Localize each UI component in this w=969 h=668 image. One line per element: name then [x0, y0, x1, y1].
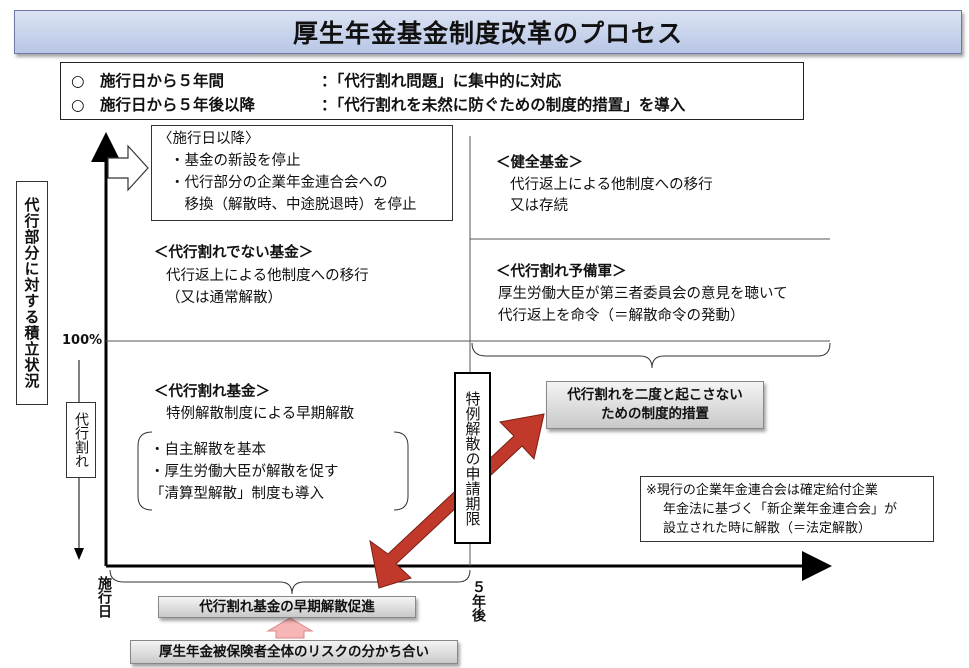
- note-box: ※現行の企業年金連合会は確定給付企業 年金法に基づく「新企業年金連合会」が 設立…: [640, 476, 934, 542]
- healthy-fund-line: 又は存続: [510, 198, 568, 214]
- deficit-fund-item: ・厚生労働大臣が解散を促す: [150, 464, 339, 480]
- healthy-fund-line: 代行返上による他制度への移行: [510, 177, 713, 193]
- block-arrow-right: [107, 144, 149, 192]
- pink-up-arrow: [266, 617, 314, 639]
- items-right-paren: [393, 431, 409, 511]
- summary-description: ：「代行割れ問題」に集中的に対応: [321, 72, 562, 90]
- deficit-fund-item: 「清算型解散」制度も導入: [150, 486, 324, 502]
- deadline-label: 特例解散の申請期限: [463, 390, 482, 526]
- measure-box: 代行割れを二度と起こさない ための制度的措置: [546, 381, 764, 429]
- summary-period: ○ 施行日から５年間: [71, 72, 225, 90]
- note-line: 設立された時に解散（＝法定解散）: [663, 521, 872, 536]
- after-enforcement-item: ・代行部分の企業年金連合会への: [170, 175, 388, 191]
- note-line: 年金法に基づく「新企業年金連合会」が: [663, 502, 898, 517]
- y-100-label: 100%: [62, 333, 103, 348]
- risk-sharing-box: 厚生年金被保険者全体のリスクの分かち合い: [130, 640, 458, 664]
- after-enforcement-item: 移換（解散時、中途脱退時）を停止: [170, 197, 417, 213]
- y-axis-label-box: 代行部分に対する積立状況: [16, 181, 48, 405]
- bottom-bracket: [109, 569, 471, 595]
- after-enforcement-item: ・基金の新設を停止: [170, 153, 301, 169]
- risk-sharing-label: 厚生年金被保険者全体のリスクの分かち合い: [159, 643, 429, 660]
- deadline-box: 特例解散の申請期限: [454, 372, 491, 544]
- y-axis-label: 代行部分に対する積立状況: [22, 197, 41, 389]
- deficit-fund-subheading: 特例解散制度による早期解散: [166, 406, 355, 422]
- after-enforcement-heading: 〈施行日以降〉: [158, 131, 260, 147]
- deficit-label-box: 代行割れ: [66, 402, 96, 478]
- deficit-fund-heading: ＜代行割れ基金＞: [154, 384, 270, 400]
- page-title: 厚生年金基金制度改革のプロセス: [292, 19, 683, 48]
- items-left-paren: [137, 431, 153, 511]
- healthy-fund-heading: ＜健全基金＞: [496, 155, 583, 171]
- measure-line: ための制度的措置: [601, 406, 709, 422]
- reserve-fund-heading: ＜代行割れ予備軍＞: [496, 264, 627, 280]
- x-origin-label: 施行日: [96, 576, 112, 618]
- measure-line: 代行割れを二度と起こさない: [567, 387, 743, 403]
- summary-period: ○ 施行日から５年後以降: [71, 96, 256, 114]
- title-banner: 厚生年金基金制度改革のプロセス: [14, 10, 962, 54]
- note-line: ※現行の企業年金連合会は確定給付企業: [646, 483, 878, 498]
- deficit-fund-item: ・自主解散を基本: [150, 442, 266, 458]
- deficit-label: 代行割れ: [73, 412, 89, 468]
- measure-bracket: [471, 342, 831, 369]
- reserve-fund-line: 厚生労働大臣が第三者委員会の意見を聴いて: [498, 286, 788, 302]
- early-dissolution-label: 代行割れ基金の早期解散促進: [199, 598, 375, 615]
- non-deficit-fund-line: （又は通常解散）: [166, 290, 282, 306]
- early-dissolution-box: 代行割れ基金の早期解散促進: [158, 596, 416, 618]
- non-deficit-fund-line: 代行返上による他制度への移行: [166, 268, 369, 284]
- after-enforcement-box: 〈施行日以降〉 ・基金の新設を停止 ・代行部分の企業年金連合会への 移換（解散時…: [151, 125, 453, 221]
- non-deficit-fund-heading: ＜代行割れでない基金＞: [154, 245, 314, 261]
- summary-box: ○ 施行日から５年間 ：「代行割れ問題」に集中的に対応 ○ 施行日から５年後以降…: [60, 62, 804, 120]
- reserve-fund-line: 代行返上を命令（＝解散命令の発動）: [498, 308, 745, 324]
- summary-description: ：「代行割れを未然に防ぐための制度的措置」を導入: [321, 96, 686, 114]
- x-5years-label: ５年後: [470, 580, 486, 622]
